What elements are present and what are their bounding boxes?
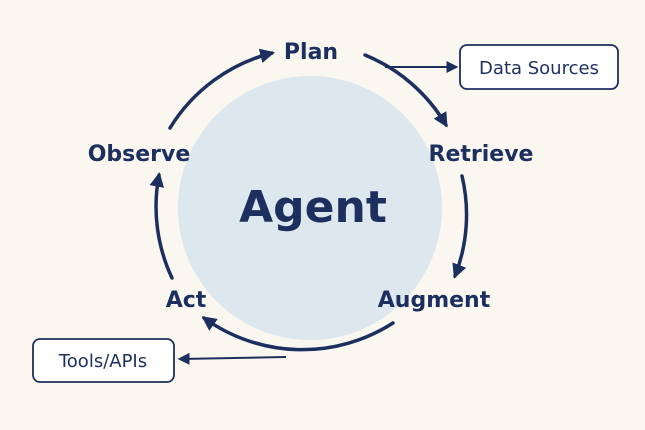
agent-hub-label: Agent — [239, 182, 387, 233]
arrow-observe-to-plan — [168, 48, 275, 130]
arrow-act-to-tools-apis — [177, 352, 287, 365]
data-sources-box: Data Sources — [459, 44, 619, 90]
step-plan: Plan — [284, 40, 338, 65]
arrow-retrieve-to-augment — [452, 174, 469, 279]
step-observe: Observe — [88, 142, 191, 167]
arrow-augment-to-act — [201, 316, 395, 352]
tools-apis-box: Tools/APIs — [32, 338, 175, 383]
arrow-act-to-observe — [149, 172, 174, 280]
step-act: Act — [166, 288, 207, 313]
agent-hub — [178, 76, 442, 340]
arrow-plan-to-retrieve — [363, 53, 448, 128]
step-retrieve: Retrieve — [429, 142, 534, 167]
step-augment: Augment — [378, 288, 491, 313]
tools-apis-label: Tools/APIs — [58, 351, 147, 372]
data-sources-label: Data Sources — [479, 58, 599, 79]
